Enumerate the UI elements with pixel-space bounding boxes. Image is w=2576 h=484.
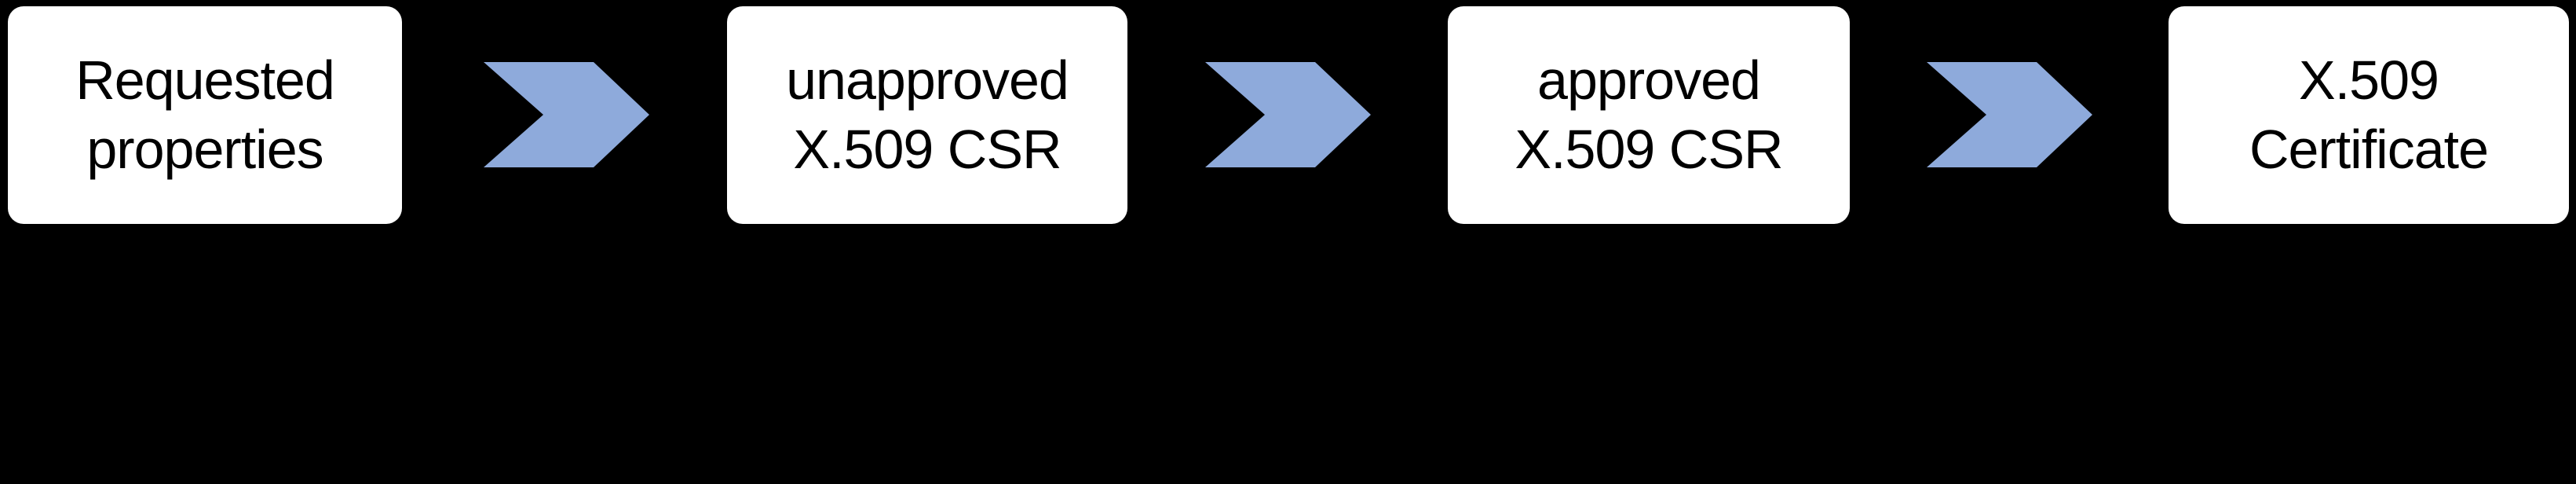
flow-step-unapproved-csr: unapproved X.509 CSR bbox=[727, 6, 1127, 224]
flow-step-requested-properties: Requested properties bbox=[8, 6, 402, 224]
chevron-right-icon bbox=[1927, 62, 2092, 167]
chevron-right-icon bbox=[1205, 62, 1371, 167]
chevron-right-icon-shape bbox=[1927, 62, 2092, 167]
flow-step-label: X.509 Certificate bbox=[2249, 50, 2489, 180]
flow-step-label: Requested properties bbox=[75, 50, 335, 180]
flow-step-approved-csr: approved X.509 CSR bbox=[1448, 6, 1850, 224]
flow-step-certificate: X.509 Certificate bbox=[2169, 6, 2569, 224]
chevron-right-icon-shape bbox=[1205, 62, 1371, 167]
flow-step-label: unapproved X.509 CSR bbox=[786, 50, 1069, 180]
chevron-right-icon bbox=[484, 62, 649, 167]
chevron-right-icon-shape bbox=[484, 62, 649, 167]
flow-step-label: approved X.509 CSR bbox=[1515, 50, 1783, 180]
